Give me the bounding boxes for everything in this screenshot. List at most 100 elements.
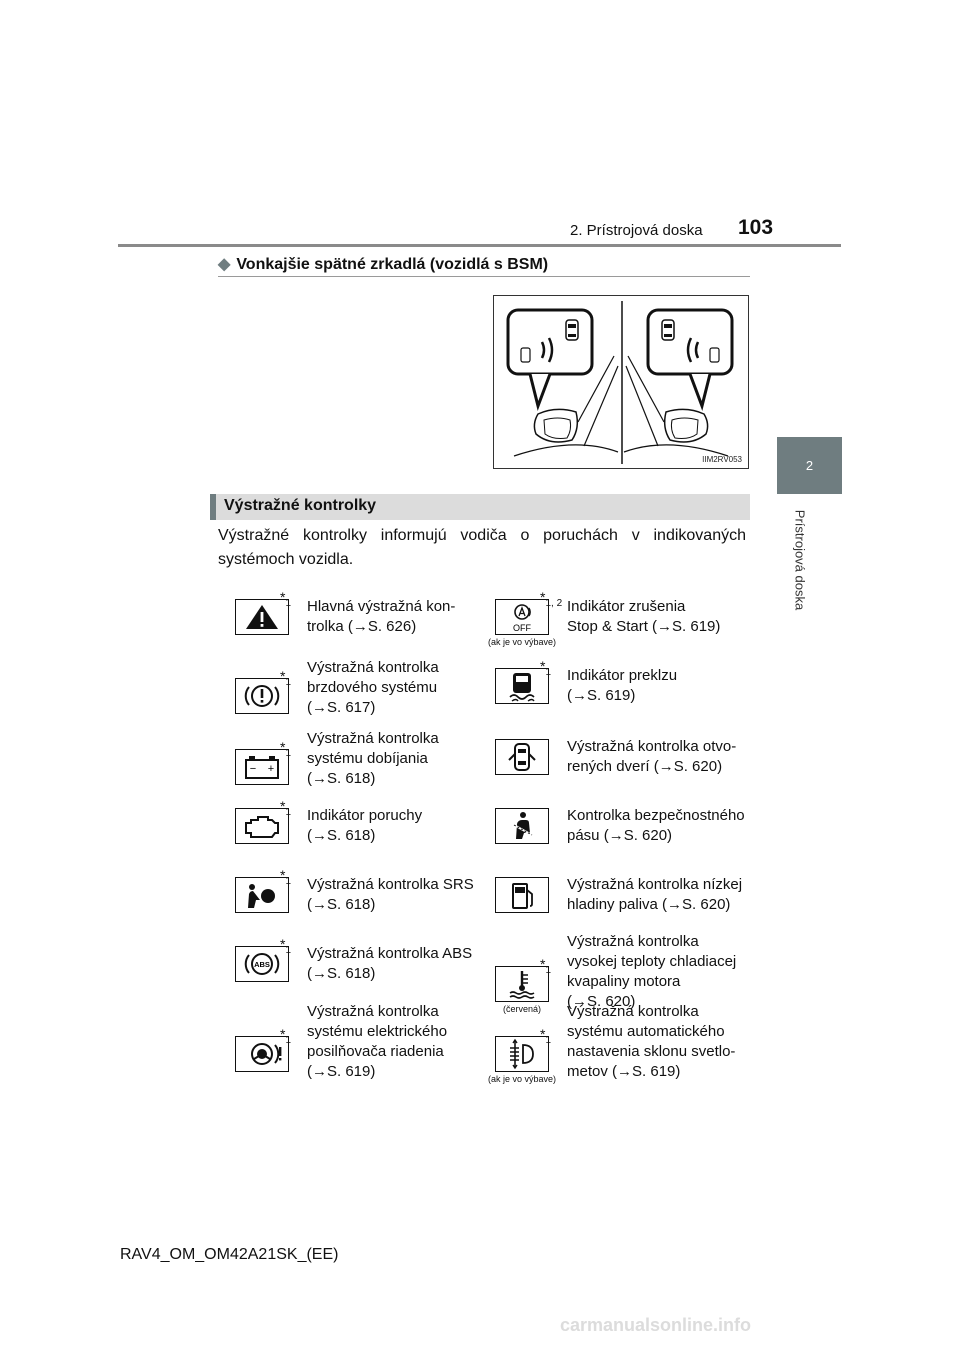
indicator-description-line: Stop & Start (→S. 619) [567, 618, 721, 635]
chapter-number: 2 [805, 458, 814, 473]
footnote-marker: *1, 2 [540, 589, 562, 609]
abs-icon: ABS [244, 953, 280, 975]
indicator-description-line: trolka (→S. 626) [307, 618, 417, 635]
running-header-section: 2. Prístrojová doska [570, 222, 703, 239]
stop-start-off-indicator-box: OFF [495, 599, 549, 635]
chapter-side-label: Prístrojová doska [790, 505, 810, 615]
indicator-description-line: Výstražná kontrolka otvo- [567, 738, 737, 755]
indicator-description: Výstražná kontrolka ABS(→S. 618) [307, 944, 487, 984]
engine-malfunction-indicator-box [235, 808, 289, 844]
subsection-title: Vonkajšie spätné zrkadlá (vozidlá s BSM) [236, 256, 549, 273]
indicator-description-line: (→S. 618) [307, 770, 376, 787]
indicator-description-line: (→S. 620) [567, 993, 636, 1010]
indicator-description-line: brzdového systému [307, 679, 438, 696]
section-title: Výstražné kontrolky [224, 497, 377, 514]
coolant-temp-indicator-box [495, 966, 549, 1002]
intro-paragraph: Výstražné kontrolky informujú vodiča o p… [218, 527, 746, 568]
indicator-description-line: systému dobíjania [307, 750, 428, 767]
slip-indicator-indicator-box [495, 668, 549, 704]
indicator-description: Výstražná kontrolka systému automatického… [567, 1002, 747, 1082]
headlight-leveling-icon [510, 1038, 534, 1070]
indicator-description-line: Výstražná kontrolka [567, 933, 699, 950]
brake-warning-indicator-box [235, 678, 289, 714]
indicator-description-line: (→S. 619) [307, 1063, 376, 1080]
indicator-description: Výstražná kontrolka vysokej teploty chlad… [567, 932, 747, 1012]
indicator-description-line: nastavenia sklonu svetlo- [567, 1043, 736, 1060]
footnote-star: * [540, 658, 546, 674]
indicator-description: Výstražná kontrolka SRS (→S. 618) [307, 875, 487, 915]
indicator-description: Výstražná kontrolka otvo-rených dverí (→… [567, 737, 747, 777]
slip-indicator-icon [509, 673, 535, 702]
stop-start-off-icon: OFF [513, 604, 531, 633]
indicator-description: Výstražná kontrolka systému elektrického p… [307, 1002, 487, 1082]
bsm-mirror-illustration: IIM2RV053 [493, 295, 749, 469]
indicator-description-line: Indikátor poruchy [307, 807, 423, 824]
fuel-indicator-box [495, 877, 549, 913]
abs-indicator-box: ABS [235, 946, 289, 982]
diamond-icon: ◆ [218, 256, 231, 273]
indicator-description-line: Výstražná kontrolka [567, 1003, 699, 1020]
indicator-description: Hlavná výstražná kon-trolka (→S. 626) [307, 597, 487, 637]
document-footer-code: RAV4_OM_OM42A21SK_(EE) [120, 1246, 339, 1263]
indicator-description-line: Výstražná kontrolka SRS [307, 876, 474, 893]
indicator-description-line: posilňovača riadenia [307, 1043, 444, 1060]
indicator-description-line: vysokej teploty chladiacej [567, 953, 737, 970]
footnote-star: * [280, 936, 286, 952]
footnote-star: * [280, 867, 286, 883]
indicator-description-line: Výstražná kontrolka nízkej [567, 876, 743, 893]
indicator-description: Indikátor poruchy (→S. 618) [307, 806, 487, 846]
abs-label: ABS [254, 960, 270, 969]
indicator-description-line: (→S. 618) [307, 896, 376, 913]
indicator-description-line: Výstražná kontrolka [307, 659, 439, 676]
engine-malfunction-icon [245, 816, 279, 838]
indicator-description-line: Výstražná kontrolka ABS [307, 945, 473, 962]
watermark: carmanualsonline.info [560, 1315, 752, 1335]
indicator-description-line: (→S. 619) [567, 687, 636, 704]
mirror-illustration-icon [506, 301, 734, 464]
subsection-heading: ◆ Vonkajšie spätné zrkadlá (vozidlá s BSM… [218, 254, 548, 274]
warning-triangle-icon [246, 605, 278, 629]
indicator-description-line: kvapaliny motora [567, 973, 681, 990]
indicator-description-line: Výstražná kontrolka [307, 730, 439, 747]
chapter-tab: 2 [777, 437, 842, 494]
footnote-star: * [540, 589, 546, 605]
indicator-description-line: (→S. 617) [307, 699, 376, 716]
warning-triangle-indicator-box [235, 599, 289, 635]
footnote-star: * [280, 739, 286, 755]
section-heading-band: Výstražné kontrolky [210, 494, 750, 520]
brake-warning-icon [244, 685, 280, 707]
indicator-note: (červená) [502, 1004, 541, 1014]
power-steering-icon [251, 1043, 282, 1065]
battery-icon: −+ [245, 756, 279, 779]
battery-minus-label: − [250, 763, 256, 775]
indicator-description-line: Hlavná výstražná kon- [307, 598, 456, 615]
page-number: 103 [738, 216, 774, 239]
indicator-description: Výstražná kontrolka brzdového systému (→S.… [307, 658, 487, 718]
footnote-star: * [280, 589, 286, 605]
fuel-icon [512, 883, 533, 909]
indicator-note: (ak je vo výbave) [487, 637, 557, 647]
indicator-description-line: systému elektrického [307, 1023, 448, 1040]
indicator-description-line: rených dverí (→S. 620) [567, 758, 723, 775]
open-door-icon [508, 743, 536, 771]
srs-airbag-indicator-box [235, 877, 289, 913]
chapter-label: Prístrojová doska [792, 509, 808, 611]
indicator-description-line: Výstražná kontrolka [307, 1003, 439, 1020]
indicator-description-line: (→S. 618) [307, 827, 376, 844]
indicator-description-line: Kontrolka bezpečnostného [567, 807, 745, 824]
seatbelt-icon [513, 812, 533, 839]
indicator-description-line: systému automatického [567, 1023, 725, 1040]
footnote-number: 1, 2 [545, 597, 563, 609]
battery-plus-label: + [268, 763, 274, 775]
battery-indicator-box: −+ [235, 749, 289, 785]
footnote-star: * [280, 1026, 286, 1042]
indicator-description: Výstražná kontrolka systému dobíjania (→S.… [307, 729, 487, 789]
indicator-description-line: Indikátor zrušenia [567, 598, 686, 615]
stop-start-off-label: OFF [513, 623, 531, 633]
footnote-star: * [280, 798, 286, 814]
footnote-star: * [540, 956, 546, 972]
srs-airbag-icon [248, 884, 275, 908]
